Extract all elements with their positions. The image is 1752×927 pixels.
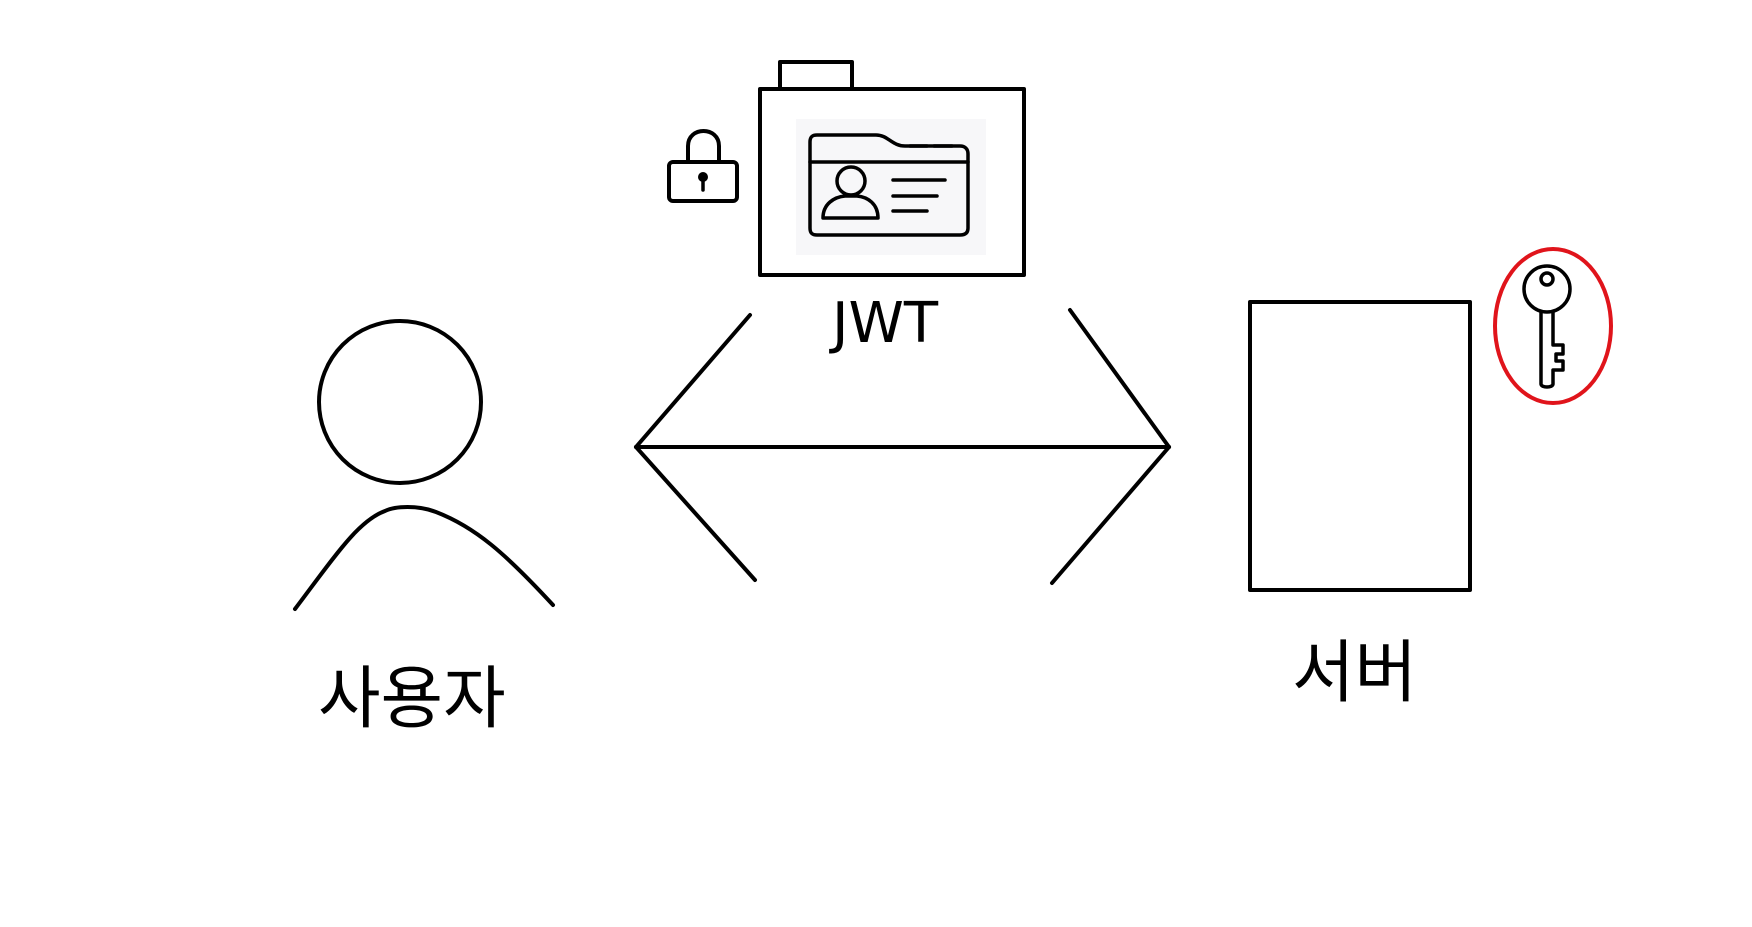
user-shoulders [293, 505, 555, 611]
server-label: 서버 [1292, 634, 1418, 713]
arrow-right-head-upper [1068, 308, 1171, 449]
padlock-icon [667, 129, 739, 203]
arrow-right-head-lower [1050, 445, 1171, 585]
server-box [1248, 300, 1472, 592]
user-label: 사용자 [318, 660, 506, 739]
id-card-icon [808, 133, 970, 237]
user-head [317, 319, 483, 485]
bidirectional-arrow [634, 308, 1171, 585]
jwt-folder-body [758, 87, 1026, 277]
arrow-left-head-lower [634, 445, 757, 582]
key-icon [1522, 264, 1572, 389]
jwt-token-icon [758, 60, 1026, 277]
server-key [1493, 247, 1613, 405]
arrow-left-head-upper [634, 313, 752, 449]
jwt-label: JWT [832, 291, 939, 356]
id-card-avatar-body [821, 194, 880, 220]
jwt-folder-tab [778, 60, 854, 91]
key-highlight-circle [1493, 247, 1613, 405]
user-person-icon [293, 319, 555, 611]
